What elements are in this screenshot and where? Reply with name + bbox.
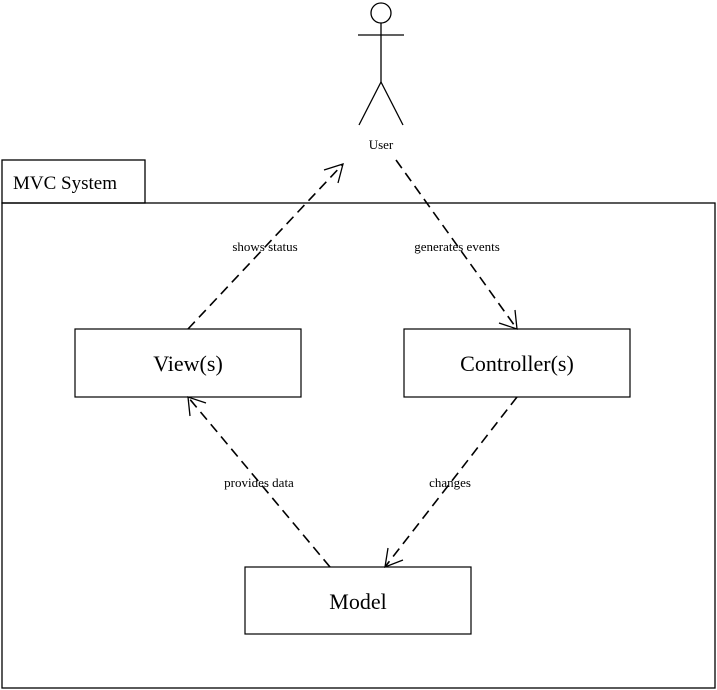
model-label: Model (329, 589, 386, 614)
arrowhead-icon (498, 309, 518, 330)
actor-left-leg (358, 81, 382, 126)
edge-user-to-controller: generates events (395, 159, 518, 330)
edge-view-to-user: shows status (187, 163, 344, 330)
package-frame: MVC System (1, 159, 716, 689)
arrowhead-icon (384, 547, 404, 569)
actor-head (370, 2, 392, 24)
package-title: MVC System (13, 173, 117, 194)
arrowhead-icon (323, 163, 344, 184)
actor-right-leg (380, 81, 404, 126)
edge-label-changes: changes (429, 475, 471, 490)
actor-label: User (369, 137, 394, 152)
controller-rect (403, 328, 631, 398)
package-body (1, 202, 716, 689)
arrowhead-icon (187, 396, 207, 417)
edge-line (395, 159, 518, 330)
edge-line (187, 163, 344, 330)
model-box: Model (244, 566, 472, 635)
user-actor: User (358, 2, 404, 152)
edge-label-generates-events: generates events (414, 239, 500, 254)
edge-controller-to-model: changes (384, 396, 518, 569)
edge-label-provides-data: provides data (224, 475, 294, 490)
edge-line (187, 396, 331, 568)
controller-box: Controller(s) (403, 328, 631, 398)
edge-label-shows-status: shows status (232, 239, 297, 254)
controller-label: Controller(s) (460, 351, 574, 376)
edge-line (384, 396, 518, 568)
edge-model-to-view: provides data (187, 396, 331, 568)
view-label: View(s) (153, 351, 223, 376)
view-box: View(s) (74, 328, 302, 398)
model-rect (244, 566, 472, 635)
